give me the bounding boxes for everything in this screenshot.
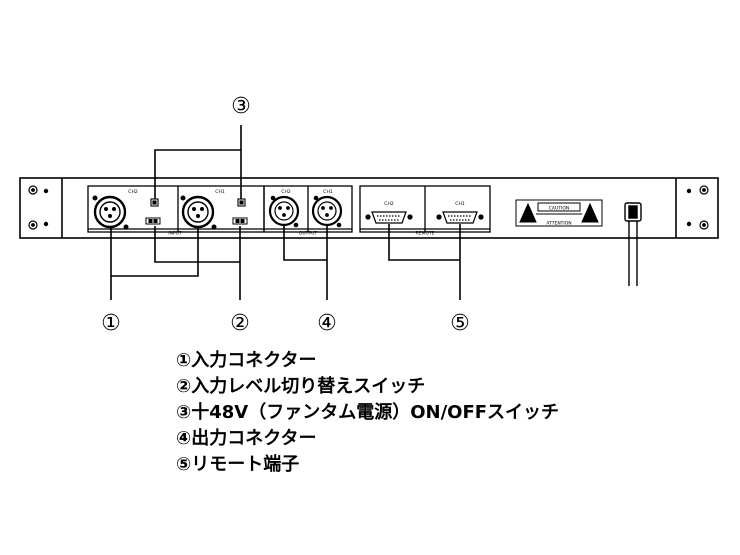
legend-item-1: ①入力コネクター <box>176 350 317 371</box>
level-switch-ch1[interactable] <box>232 217 248 225</box>
power-cord <box>624 202 642 286</box>
legend: ①入力コネクター ②入力レベル切り替えスイッチ ③十48V（ファンタム電源）ON… <box>176 350 559 475</box>
callout-3: ③ <box>231 94 251 119</box>
legend-item-5: ⑤リモート端子 <box>176 454 299 475</box>
output-ch1-label: CH1 <box>323 189 333 195</box>
rack-chassis <box>19 177 719 239</box>
phantom-switch-ch1[interactable] <box>237 198 246 207</box>
callout-5: ⑤ <box>450 311 470 336</box>
input-section-label: INPUT <box>168 231 182 237</box>
mounting-holes <box>28 185 709 230</box>
input-ch2-label: CH2 <box>128 189 138 195</box>
input-connector-ch1[interactable] <box>180 195 217 230</box>
remote-section-label: REMOTE <box>416 231 435 237</box>
output-connector-ch1[interactable] <box>311 195 343 228</box>
remote-ch1-label: CH1 <box>455 201 465 207</box>
callout-1: ① <box>101 311 121 336</box>
legend-item-3: ③十48V（ファンタム電源）ON/OFFスイッチ <box>176 401 559 423</box>
caution-text: CAUTION <box>549 206 570 212</box>
remote-port-ch2[interactable] <box>365 211 413 224</box>
remote-section <box>359 185 491 233</box>
remote-port-ch1[interactable] <box>436 211 484 224</box>
phantom-switch-ch2[interactable] <box>150 198 159 207</box>
input-ch1-label: CH1 <box>215 189 225 195</box>
output-section-label: OUTPUT <box>299 231 318 237</box>
legend-item-2: ②入力レベル切り替えスイッチ <box>176 375 425 397</box>
output-ch2-label: CH2 <box>281 189 291 195</box>
input-connector-ch2[interactable] <box>92 195 129 230</box>
caution-label <box>515 199 603 227</box>
callout-4: ④ <box>317 311 337 336</box>
callout-2: ② <box>230 311 250 336</box>
attention-text: ATTENTION <box>546 221 571 227</box>
legend-item-4: ④出力コネクター <box>176 427 317 449</box>
level-switch-ch2[interactable] <box>145 217 161 225</box>
output-connector-ch2[interactable] <box>268 195 300 228</box>
output-section <box>263 185 353 233</box>
remote-ch2-label: CH2 <box>384 201 394 207</box>
callout-lines <box>110 125 461 300</box>
